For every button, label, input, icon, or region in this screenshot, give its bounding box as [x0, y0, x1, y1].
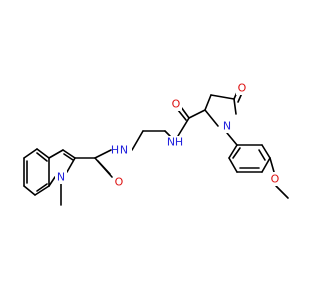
bond-single: [131, 130, 144, 151]
bond-lines: [23, 89, 289, 206]
bond-single: [226, 132, 238, 146]
bond-single: [204, 109, 219, 127]
amide-nitrogen-label: H: [111, 144, 119, 157]
bond-single: [228, 144, 238, 159]
bond-single: [177, 117, 190, 137]
bond-single: [23, 148, 38, 159]
bond-single: [275, 185, 289, 199]
bond-single: [261, 144, 271, 159]
bond-single: [269, 157, 275, 173]
bond-single: [233, 98, 237, 115]
amide-carbonyl-oxygen-label: O: [115, 176, 124, 189]
bond-single: [228, 157, 238, 173]
bond-single: [204, 94, 212, 111]
bond-single: [210, 94, 235, 100]
bond-single: [188, 109, 206, 119]
atom-labels: N O H N N H O O N O: [55, 81, 281, 189]
bond-single: [48, 149, 64, 159]
bond-double-inner: [63, 153, 74, 161]
bond-double-outer: [97, 160, 111, 175]
amide-nitrogen-label: N: [167, 136, 175, 149]
bond-single: [261, 157, 271, 173]
amide-carbonyl-oxygen-label: O: [172, 98, 181, 111]
molecule-structure-diagram: N O H N N H O O N O: [23, 81, 289, 206]
amide-hydrogen-label: H: [175, 136, 183, 149]
methoxy-oxygen-label: O: [271, 173, 280, 186]
pyrrolidine-nitrogen-label: N: [223, 120, 231, 133]
indole-nitrogen-label: N: [57, 171, 65, 184]
bond-single: [36, 148, 50, 159]
bond-double-inner: [36, 152, 48, 162]
bond-double-inner: [258, 149, 266, 161]
bond-single: [180, 106, 190, 119]
bond-single: [94, 149, 112, 159]
bond-double-inner: [36, 183, 48, 192]
bond-single: [23, 185, 36, 196]
bond-double-outer: [177, 109, 187, 121]
bond-single: [66, 157, 76, 173]
lactam-oxygen-label: O: [238, 82, 247, 95]
amide-nitrogen-label: N: [120, 144, 128, 157]
bond-single: [164, 130, 171, 137]
bond-single: [34, 185, 50, 196]
bond-double-inner: [232, 147, 241, 159]
bond-single: [48, 176, 56, 187]
bond-single: [62, 149, 76, 159]
